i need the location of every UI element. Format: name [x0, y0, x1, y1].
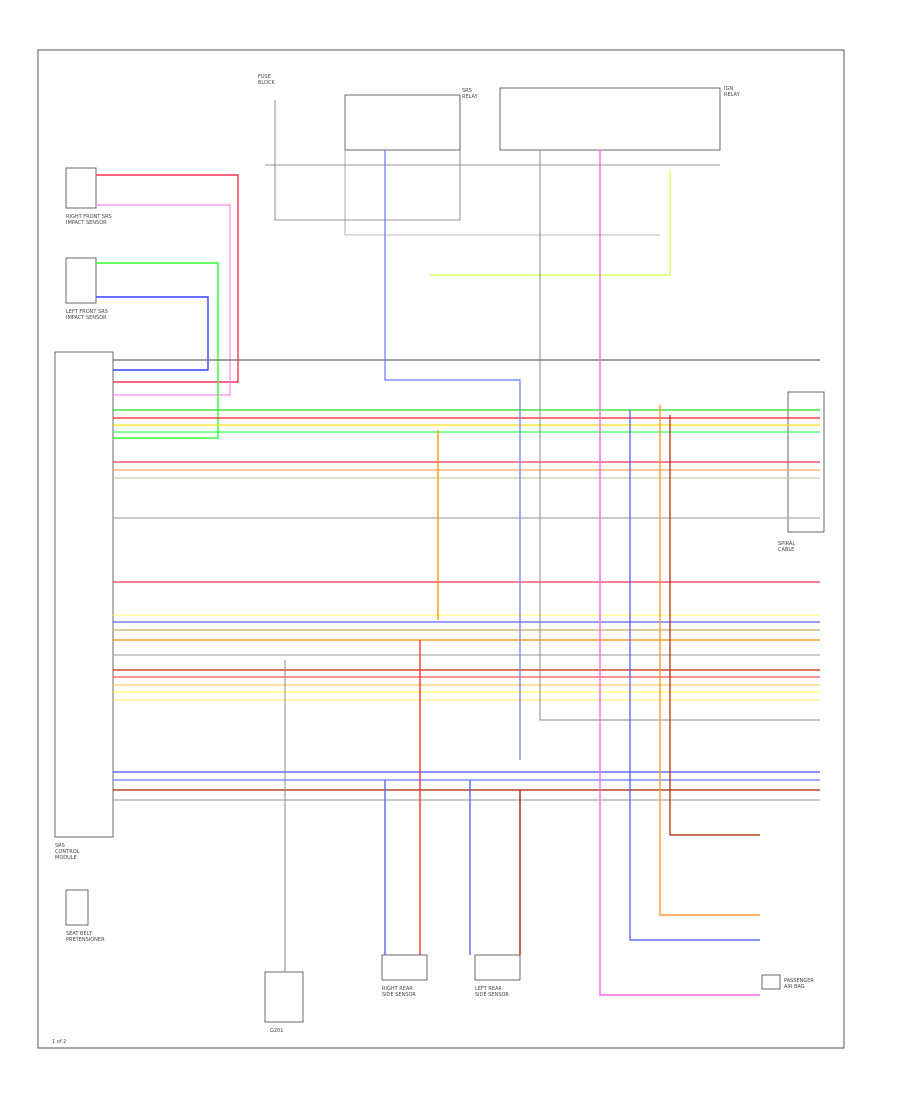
rear-left-label-2: SIDE SENSOR: [475, 992, 509, 998]
relay-a-box: [344, 94, 461, 151]
relay-a-label-1: SRS: [462, 88, 472, 94]
wire-top-loop-2: [344, 100, 660, 236]
ecu-label-2: CONTROL: [55, 849, 80, 855]
relay-b-label-1: IGN: [724, 86, 733, 92]
seat-belt-label-1: SEAT BELT: [66, 931, 93, 937]
seat-belt-sensor: [65, 889, 89, 926]
wire-grey-riser: [539, 150, 820, 721]
relay-b-box: [499, 87, 721, 151]
ground-label: G201: [270, 1028, 283, 1034]
passenger-bag-connector: [761, 974, 781, 990]
ground-module: [264, 971, 304, 1023]
wire-yellowgreen: [430, 170, 671, 276]
wire-magenta: [599, 150, 760, 996]
seat-belt-label-2: PRETENSIONER: [66, 937, 105, 943]
front-left-sensor-label-2: IMPACT SENSOR: [66, 315, 107, 321]
ecu-label-1: SRS: [55, 843, 65, 849]
ecu-label-3: MODULE: [55, 855, 77, 861]
front-right-sensor-label-1: RIGHT FRONT SRS: [66, 214, 112, 220]
fuse-label-1: FUSE: [258, 74, 271, 80]
front-left-sensor: [65, 257, 97, 304]
wire-blue-right: [629, 410, 760, 941]
front-left-sensor-label-1: LEFT FRONT SRS: [66, 309, 108, 315]
relay-b-label-2: RELAY: [724, 92, 741, 98]
wire-blue-1: [96, 296, 209, 371]
wire-blue-riser: [384, 150, 521, 760]
rear-left-sensor: [474, 954, 521, 981]
passenger-bag-label-2: AIR BAG: [784, 984, 805, 990]
wire-group: [96, 100, 820, 996]
rear-right-sensor: [381, 954, 428, 981]
wire-orange-right: [659, 405, 760, 916]
rear-right-label-2: SIDE SENSOR: [382, 992, 416, 998]
wire-top-loop: [274, 100, 461, 221]
passenger-bag-label-1: PASSENGER: [784, 978, 814, 984]
diagram-frame: [37, 49, 845, 1049]
rear-right-label-1: RIGHT REAR: [382, 986, 413, 992]
fuse-label-2: BLOCK: [258, 80, 275, 86]
relay-a-label-2: RELAY: [462, 94, 479, 100]
ecu-connector: [54, 351, 114, 838]
wire-green-1: [96, 262, 219, 439]
front-right-sensor-label-2: IMPACT SENSOR: [66, 220, 107, 226]
wire-violet: [96, 204, 231, 396]
rear-left-label-1: LEFT REAR: [475, 986, 502, 992]
page-number: 1 of 2: [52, 1039, 66, 1045]
wire-pink: [96, 174, 239, 383]
wire-brown-right: [669, 415, 760, 836]
spiral-label-2: CABLE: [778, 547, 794, 553]
front-right-sensor: [65, 167, 97, 209]
spiral-label-1: SPIRAL: [778, 541, 795, 547]
